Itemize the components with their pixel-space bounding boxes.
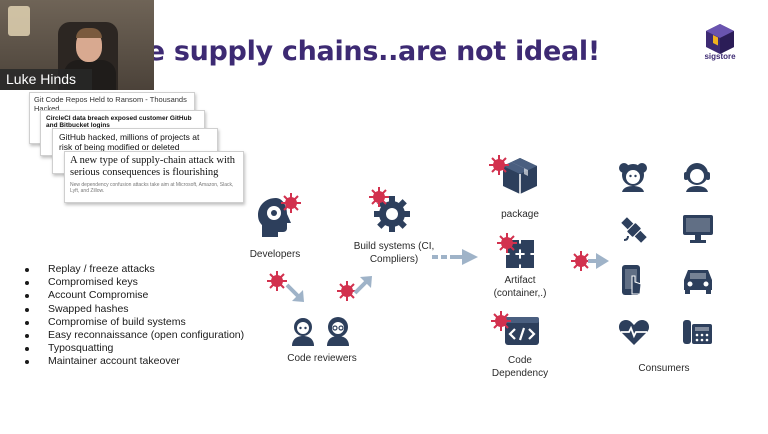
code-reviewer-icon — [290, 316, 316, 346]
consumer-satellite-icon — [618, 214, 650, 246]
code-reviewer-icon — [324, 316, 352, 346]
code-dependency-icon — [504, 316, 540, 346]
news-subtext-4: New dependency confusion attacks take ai… — [70, 182, 234, 195]
threat-icon — [488, 154, 510, 176]
attack-item: Account Compromise — [22, 289, 244, 302]
arrow-down-right-icon — [284, 282, 306, 304]
attack-item: Maintainer account takeover — [22, 355, 244, 368]
build-system-gear-icon — [372, 194, 412, 234]
dashed-arrow-right-icon — [588, 252, 610, 270]
attack-item: Easy reconnaissance (open configuration) — [22, 329, 244, 342]
sigstore-logo-text: sigstore — [704, 52, 736, 61]
build-systems-label-line2: Compliers) — [369, 254, 419, 265]
threat-icon — [490, 310, 512, 332]
package-box-icon — [500, 156, 540, 196]
dashed-arrow-right-icon — [432, 248, 480, 266]
consumer-support-agent-icon — [682, 160, 712, 192]
consumer-car-icon — [682, 266, 714, 294]
code-dependency-label-line2: Dependency — [491, 368, 549, 379]
attack-item: Replay / freeze attacks — [22, 263, 244, 276]
news-headline-2: CircleCI data breach exposed customer Gi… — [46, 115, 192, 130]
threat-icon — [368, 186, 390, 208]
slide-title: rce supply chains..are not ideal! — [118, 36, 600, 67]
package-label: package — [501, 209, 539, 220]
news-headline-4: A new type of supply-chain attack with s… — [70, 155, 236, 179]
code-reviewers-label: Code reviewers — [287, 353, 357, 364]
artifact-label: Artifact (container,.) — [482, 274, 558, 300]
arrow-up-right-icon — [352, 274, 374, 296]
build-systems-label: Build systems (CI, Compliers) — [344, 240, 444, 266]
attack-item: Swapped hashes — [22, 303, 244, 316]
sigstore-logo-icon — [698, 22, 742, 66]
news-headline-1: Git Code Repos Held to Ransom - Thousand… — [34, 95, 187, 113]
consumers-label: Consumers — [638, 363, 690, 374]
news-headline-3: GitHub hacked, millions of projects at r… — [59, 132, 200, 152]
developers-label: Developers — [249, 249, 301, 260]
consumer-girl-icon — [618, 160, 648, 192]
threat-icon — [496, 232, 518, 254]
consumer-phone-icon — [682, 316, 714, 346]
consumer-monitor-icon — [682, 214, 714, 244]
news-clipping-4: A new type of supply-chain attack with s… — [64, 151, 244, 203]
consumer-health-icon — [618, 318, 650, 346]
attack-item: Compromise of build systems — [22, 316, 244, 329]
threat-icon — [266, 270, 288, 292]
artifact-label-line2: (container,.) — [493, 288, 547, 299]
threat-icon — [570, 250, 592, 272]
attack-item: Typosquatting — [22, 342, 244, 355]
threat-icon — [336, 280, 358, 302]
attack-list: Replay / freeze attacks Compromised keys… — [22, 263, 244, 369]
attack-item: Compromised keys — [22, 276, 244, 289]
presenter-name: Luke Hinds — [0, 69, 92, 90]
artifact-label-line1: Artifact — [504, 275, 536, 286]
code-dependency-label-line1: Code — [508, 355, 532, 366]
code-dependency-label: Code Dependency — [482, 354, 558, 380]
threat-icon — [280, 192, 302, 214]
consumer-mobile-icon — [620, 264, 646, 298]
developers-icon — [252, 194, 298, 240]
build-systems-label-line1: Build systems (CI, — [353, 241, 435, 252]
